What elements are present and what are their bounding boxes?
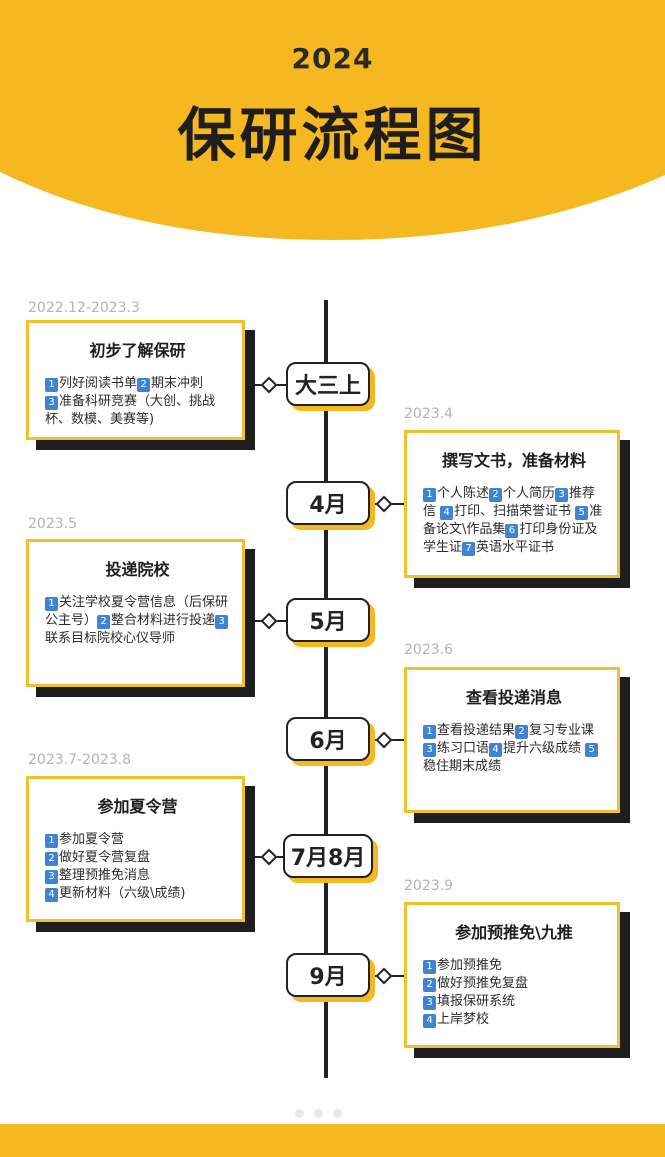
list-item: 整理预推免消息	[59, 868, 151, 883]
diamond-connector-icon	[375, 731, 393, 749]
list-item: 稳住期末成绩	[423, 759, 502, 774]
list-item: 准备科研竞赛（大创、挑战杯、数模、美赛等)	[45, 394, 216, 427]
date-label: 2023.4	[404, 406, 453, 422]
header-banner: 2024 保研流程图	[0, 0, 665, 250]
card-title: 投递院校	[105, 560, 170, 579]
list-item: 复习专业课	[529, 723, 595, 738]
list-item: 准备论文\作品集	[423, 504, 603, 537]
number-badge-icon: 1	[423, 488, 436, 502]
timeline-node: 5月	[286, 598, 370, 642]
list-item: 做好夏令营复盘	[59, 850, 151, 865]
list-item: 提升六级成绩	[503, 741, 582, 756]
timeline-node: 6月	[286, 717, 370, 761]
diamond-connector-icon	[260, 376, 278, 394]
year-label: 2024	[291, 42, 374, 75]
number-badge-icon: 7	[462, 542, 476, 556]
list-item: 上岸梦校	[437, 1012, 490, 1027]
number-badge-icon: 2	[423, 978, 436, 992]
list-item: 个人陈述	[437, 486, 490, 501]
list-item: 参加夏令营	[59, 832, 125, 847]
timeline-node: 7月8月	[283, 834, 373, 878]
list-item: 个人简历	[503, 486, 556, 501]
list-item: 列好阅读书单	[59, 376, 138, 391]
number-badge-icon: 4	[423, 1014, 436, 1028]
date-label: 2023.9	[404, 878, 453, 894]
card-title: 初步了解保研	[89, 341, 186, 360]
diamond-connector-icon	[260, 848, 278, 866]
number-badge-icon: 4	[45, 888, 58, 902]
number-badge-icon: 3	[423, 743, 436, 757]
number-badge-icon: 3	[45, 396, 58, 410]
number-badge-icon: 6	[505, 524, 519, 538]
list-item: 更新材料（六级\成绩)	[59, 886, 186, 901]
list-item: 联系目标院校心仪导师	[45, 631, 176, 646]
list-item: 整合材料进行投递	[111, 613, 216, 628]
pagination-dot[interactable]	[314, 1109, 323, 1118]
pagination-dot[interactable]	[295, 1109, 304, 1118]
list-item: 打印身份证及学生证	[423, 522, 598, 555]
list-item: 填报保研系统	[437, 994, 516, 1009]
pagination-dots	[295, 1109, 342, 1118]
number-badge-icon: 5	[585, 743, 599, 757]
header-wave-background	[0, 0, 665, 240]
number-badge-icon: 1	[423, 725, 436, 739]
number-badge-icon: 1	[45, 834, 58, 848]
number-badge-icon: 4	[440, 506, 454, 520]
number-badge-icon: 3	[45, 870, 58, 884]
number-badge-icon: 2	[489, 488, 503, 502]
number-badge-icon: 2	[97, 615, 111, 629]
diamond-connector-icon	[375, 967, 393, 985]
list-item: 打印、扫描荣誉证书	[454, 504, 572, 519]
card-title: 参加预推免\九推	[455, 923, 573, 942]
diamond-connector-icon	[375, 495, 393, 513]
card-title: 撰写文书，准备材料	[441, 451, 586, 470]
number-badge-icon: 3	[423, 996, 436, 1010]
date-label: 2023.6	[404, 642, 453, 658]
card-title: 查看投递消息	[465, 688, 562, 707]
list-item: 推荐信	[423, 486, 596, 519]
date-label: 2022.12-2023.3	[28, 300, 140, 316]
footer-bar	[0, 1124, 665, 1157]
list-item: 关注学校夏令营信息（后保研公主号）	[45, 595, 229, 628]
number-badge-icon: 3	[555, 488, 569, 502]
timeline-node: 9月	[286, 953, 370, 997]
number-badge-icon: 2	[137, 378, 151, 392]
list-item: 练习口语	[437, 741, 490, 756]
pagination-dot[interactable]	[333, 1109, 342, 1118]
number-badge-icon: 5	[575, 506, 589, 520]
list-item: 参加预推免	[437, 958, 503, 973]
page-title: 保研流程图	[177, 101, 488, 169]
list-item: 期末冲刺	[151, 376, 204, 391]
number-badge-icon: 1	[45, 597, 58, 611]
diamond-connector-icon	[260, 612, 278, 630]
date-label: 2023.5	[28, 516, 77, 532]
number-badge-icon: 4	[489, 743, 503, 757]
number-badge-icon: 1	[45, 378, 58, 392]
number-badge-icon: 1	[423, 960, 436, 974]
timeline-node: 4月	[286, 481, 370, 525]
list-item: 英语水平证书	[476, 540, 555, 555]
date-label: 2023.7-2023.8	[28, 752, 132, 768]
list-item: 做好预推免复盘	[437, 976, 529, 991]
list-item: 查看投递结果	[437, 723, 516, 738]
card-title: 参加夏令营	[97, 797, 178, 816]
timeline-axis	[324, 300, 328, 1078]
number-badge-icon: 2	[45, 852, 58, 866]
number-badge-icon: 2	[515, 725, 529, 739]
timeline-node: 大三上	[286, 362, 370, 406]
number-badge-icon: 3	[215, 615, 229, 629]
